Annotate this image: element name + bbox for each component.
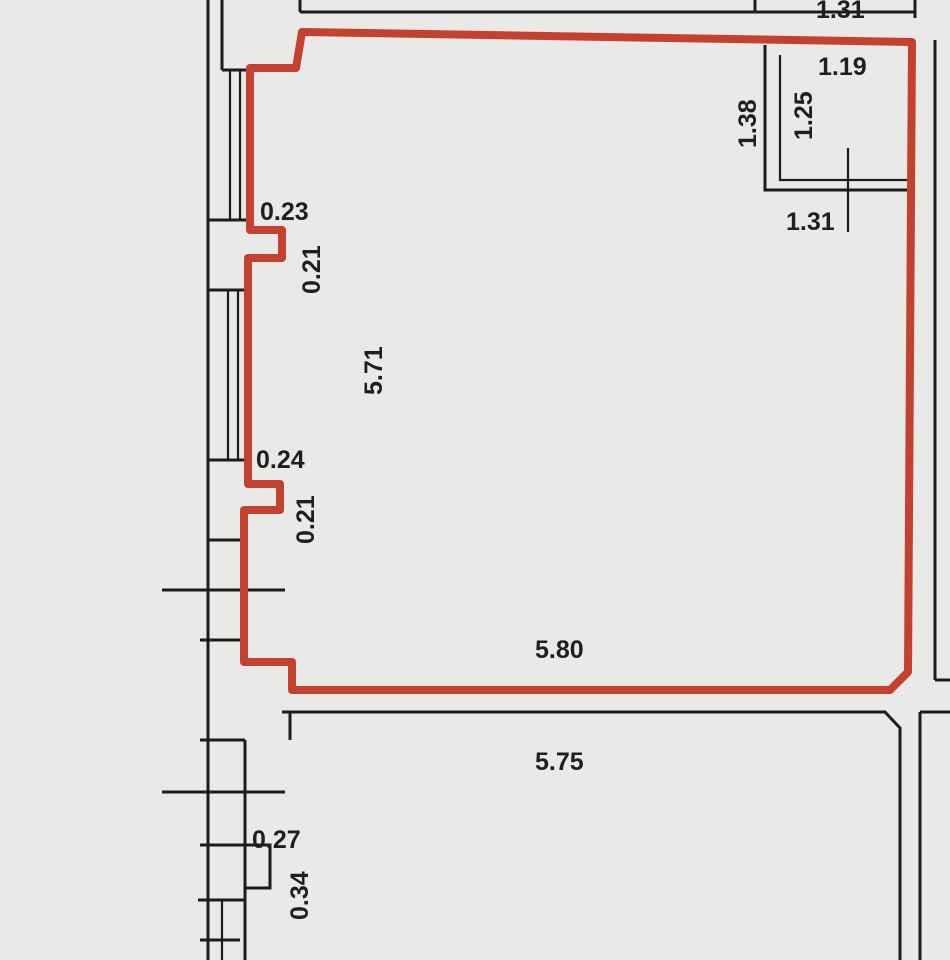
lower-room-width-dimension: 5.75	[535, 748, 584, 776]
bathroom-depth-inner-dimension: 1.25	[790, 91, 818, 140]
pilaster-lower-depth-dimension: 0.21	[292, 495, 320, 544]
facade-wall	[162, 0, 285, 960]
pilaster-upper-width-dimension: 0.23	[260, 198, 309, 226]
top-partial-dimension: 1.31	[816, 0, 865, 24]
bathroom-width-dimension: 1.19	[818, 53, 867, 81]
room-length-dimension: 5.71	[360, 346, 388, 395]
bathroom-walls	[763, 45, 915, 232]
lower-room-walls	[245, 710, 950, 960]
room-width-dimension: 5.80	[535, 636, 584, 664]
lower-pilaster-depth-dimension: 0.34	[286, 871, 314, 920]
pilaster-lower-width-dimension: 0.24	[256, 446, 305, 474]
upper-room-walls	[298, 0, 917, 18]
right-walls	[933, 40, 950, 682]
lower-pilaster-width-dimension: 0.27	[252, 826, 301, 854]
bathroom-depth-outer-dimension: 1.38	[734, 99, 762, 148]
bathroom-bottom-dimension: 1.31	[786, 208, 835, 236]
room-outline	[240, 28, 916, 694]
pilaster-upper-depth-dimension: 0.21	[298, 245, 326, 294]
